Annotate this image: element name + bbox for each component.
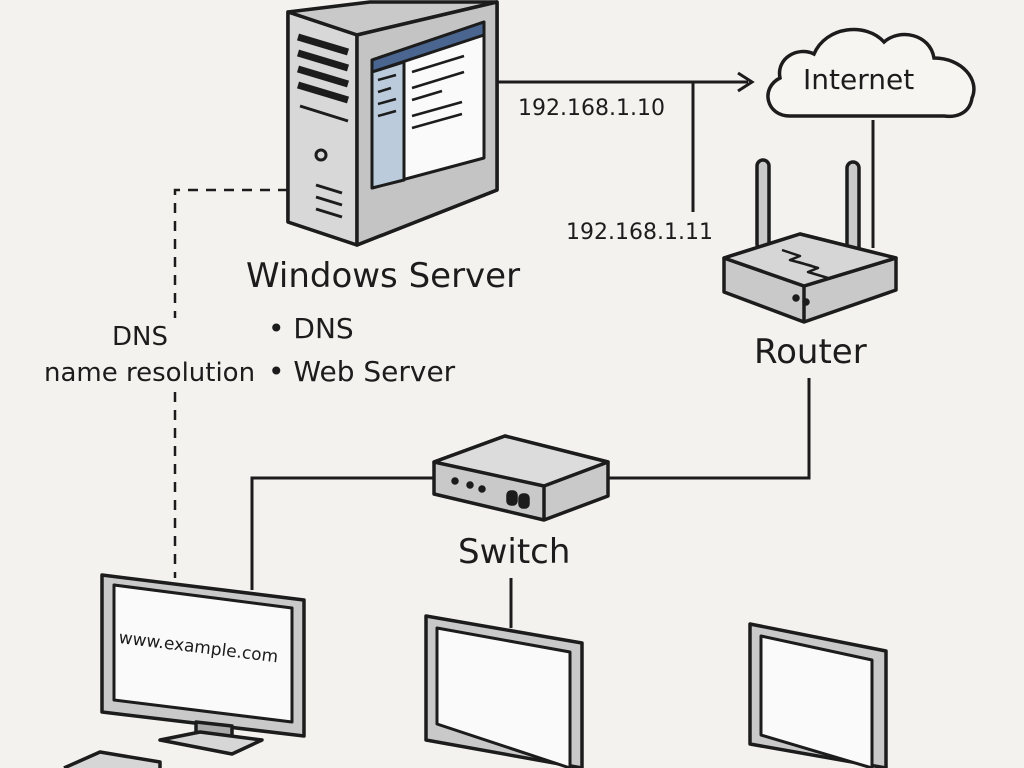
- router-label: Router: [754, 332, 867, 372]
- internet-label: Internet: [803, 63, 915, 96]
- server-label: Windows Server: [246, 256, 521, 296]
- ip-address-label: 192.168.1.10: [518, 96, 665, 121]
- switch-icon: [432, 434, 610, 522]
- client-monitor-icon: [63, 573, 306, 768]
- switch-label: Switch: [458, 532, 571, 572]
- server-role-web: Web Server: [293, 355, 456, 388]
- server-role-item: • DNS: [268, 312, 354, 345]
- cloud-icon: [766, 27, 976, 119]
- dns-link-label: DNS: [112, 322, 168, 352]
- router-switch-link: [608, 378, 811, 480]
- bullet: •: [268, 355, 285, 388]
- dns-link-sublabel: name resolution: [44, 358, 256, 388]
- ip-address-label: 192.168.1.11: [566, 220, 713, 245]
- server-icon: [286, 0, 499, 247]
- client-monitor-icon: [748, 622, 888, 768]
- dns-resolution-link: [173, 188, 288, 578]
- arrow-head-icon: [737, 71, 755, 93]
- switch-client1-link: [250, 476, 436, 590]
- router-icon: [722, 158, 898, 324]
- bullet: •: [268, 312, 285, 345]
- server-role-dns: DNS: [293, 312, 354, 345]
- server-role-item: • Web Server: [268, 355, 455, 388]
- client-monitor-icon: [424, 614, 584, 768]
